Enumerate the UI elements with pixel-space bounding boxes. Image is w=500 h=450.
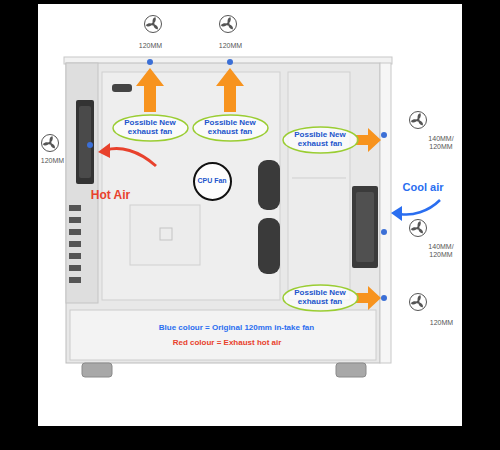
expansion-slot xyxy=(69,241,81,247)
cool-air-arrow xyxy=(400,200,440,214)
expansion-slot xyxy=(69,217,81,223)
rear-panel xyxy=(66,63,98,303)
mount-dot xyxy=(381,229,387,235)
front-intake-fan xyxy=(352,186,378,268)
exhaust-arrow xyxy=(136,68,164,112)
exhaust-arrow xyxy=(216,68,244,112)
fan-icon xyxy=(145,16,162,33)
cable-grommet xyxy=(258,218,280,274)
fan-icon xyxy=(220,16,237,33)
exhaust-fan-ellipse: Possible New exhaust fan xyxy=(192,114,269,142)
motherboard-tray xyxy=(102,72,280,300)
cool-air-label: Cool air xyxy=(402,181,444,194)
cutout-mark xyxy=(160,228,172,240)
circle-shape xyxy=(194,163,231,200)
ellipse-shape xyxy=(113,115,188,141)
ellipse-shape xyxy=(283,127,358,153)
rear-fan-blades xyxy=(79,106,91,178)
bay-divider xyxy=(292,178,346,179)
expansion-slot xyxy=(69,253,81,259)
fan-size-label: 120MM xyxy=(429,319,454,327)
fan-icon xyxy=(410,220,427,237)
ellipse-shape xyxy=(193,115,268,141)
front-bezel xyxy=(380,63,391,363)
fan-size-label: 140MM/ 120MM xyxy=(424,243,458,259)
fan-size-label: 120MM xyxy=(138,42,163,50)
mount-dot xyxy=(381,132,387,138)
cool-air-arrowhead xyxy=(391,206,402,221)
case-body xyxy=(66,63,380,363)
psu-shroud xyxy=(70,310,376,360)
legend-note: Red colour = Exhaust hot air xyxy=(172,338,282,347)
mount-dot xyxy=(87,142,93,148)
case-foot xyxy=(336,363,366,377)
front-fan-blades xyxy=(356,192,374,262)
cable-grommet xyxy=(258,160,280,210)
fan-icon xyxy=(410,112,427,129)
cable-grommet xyxy=(112,84,132,92)
expansion-slot xyxy=(69,277,81,283)
exhaust-fan-ellipse: Possible New exhaust fan xyxy=(282,126,359,154)
ellipse-shape xyxy=(283,285,358,311)
hot-air-arrowhead xyxy=(98,143,110,158)
exhaust-arrow xyxy=(356,128,381,152)
exhaust-fan-ellipse: Possible New exhaust fan xyxy=(282,284,359,312)
exhaust-fan-text: Possible New exhaust fan xyxy=(204,119,256,136)
mount-dot xyxy=(147,59,153,65)
exhaust-fan-text: Possible New exhaust fan xyxy=(294,131,346,148)
fan-size-label: 120MM xyxy=(40,157,65,165)
fan-size-label: 140MM/ 120MM xyxy=(424,135,458,151)
exhaust-fan-text: Possible New exhaust fan xyxy=(294,289,346,306)
fan-size-label: 120MM xyxy=(218,42,243,50)
mount-dot xyxy=(227,59,233,65)
expansion-slot xyxy=(69,229,81,235)
legend-note: Blue colour = Original 120mm in-take fan xyxy=(158,323,315,332)
hot-air-arrow xyxy=(106,149,156,166)
cpu-fan-circle: CPU Fan xyxy=(193,162,232,201)
exhaust-fan-ellipse: Possible New exhaust fan xyxy=(112,114,189,142)
exhaust-fan-text: Possible New exhaust fan xyxy=(124,119,176,136)
mount-dot xyxy=(381,295,387,301)
cpu-cutout xyxy=(130,205,200,265)
expansion-slot xyxy=(69,265,81,271)
fan-icon xyxy=(42,135,59,152)
drive-bay xyxy=(288,72,350,300)
cpu-fan-text: CPU Fan xyxy=(197,177,226,185)
exhaust-arrow xyxy=(356,286,381,310)
case-foot xyxy=(82,363,112,377)
hot-air-label: Hot Air xyxy=(90,189,131,203)
white-ground xyxy=(38,4,462,426)
fan-icon xyxy=(410,294,427,311)
expansion-slot xyxy=(69,205,81,211)
rear-fan xyxy=(76,100,94,184)
